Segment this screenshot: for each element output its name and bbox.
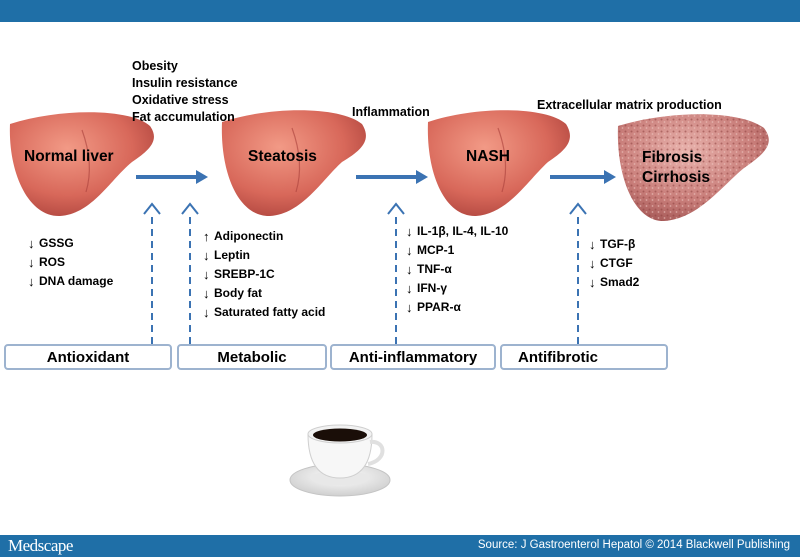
effect-text: Body fat: [214, 286, 262, 300]
list-item: ↓ Saturated fatty acid: [203, 303, 325, 322]
arrow-glyph: ↓: [406, 243, 413, 258]
list-item: ↓ TNF-α: [406, 260, 508, 279]
effect-text: CTGF: [600, 256, 633, 270]
effect-text: Leptin: [214, 248, 250, 262]
dashed-arrow-antioxidant: [143, 202, 161, 344]
category-antioxidant: Antioxidant: [4, 344, 172, 370]
effect-text: Saturated fatty acid: [214, 305, 326, 319]
arrow-glyph: ↓: [406, 262, 413, 277]
stage-nash: NASH: [466, 148, 510, 165]
effects-anti-inflammatory: ↓ IL-1β, IL-4, IL-10 ↓ MCP-1 ↓ TNF-α ↓ IFN-γ…: [406, 222, 508, 317]
effect-text: MCP-1: [417, 243, 455, 257]
list-item: ↓ DNA damage: [28, 272, 113, 291]
effects-metabolic: ↑ Adiponectin ↓ Leptin ↓ SREBP-1C ↓ Body f…: [203, 227, 325, 322]
source-citation: Source: J Gastroenterol Hepatol © 2014 B…: [477, 539, 790, 551]
effects-antifibrotic: ↓ TGF-β ↓ CTGF ↓ Smad2: [589, 235, 639, 292]
stage-fibrosis: Fibrosis Cirrhosis: [642, 148, 710, 188]
dashed-arrow-anti-inflammatory: [387, 202, 405, 344]
driver-ecm-production: Extracellular matrix production: [537, 98, 722, 112]
arrow-glyph: ↓: [203, 305, 210, 320]
effect-text: SREBP-1C: [214, 267, 275, 281]
effect-text: TGF-β: [600, 237, 636, 251]
driver-inflammation: Inflammation: [352, 105, 430, 119]
effect-text: DNA damage: [39, 274, 114, 288]
arrow-glyph: ↓: [406, 281, 413, 296]
arrow-glyph: ↓: [406, 300, 413, 315]
dashed-arrow-antifibrotic: [569, 202, 587, 344]
category-metabolic: Metabolic: [177, 344, 327, 370]
effects-antioxidant: ↓ GSSG ↓ ROS ↓ DNA damage: [28, 234, 113, 291]
top-banner: [0, 0, 800, 22]
arrow-glyph: ↑: [203, 229, 210, 244]
driver-insulin-resistance: Insulin resistance: [132, 76, 238, 90]
category-antifibrotic: Antifibrotic: [500, 344, 668, 370]
driver-oxidative-stress: Oxidative stress: [132, 93, 229, 107]
list-item: ↓ Body fat: [203, 284, 325, 303]
dashed-arrow-metabolic: [181, 202, 199, 344]
diagram-canvas: [9, 110, 769, 497]
medscape-logo: Medscape: [8, 536, 73, 555]
list-item: ↓ PPAR-α: [406, 298, 508, 317]
arrow-glyph: ↓: [203, 286, 210, 301]
arrow-glyph: ↓: [203, 248, 210, 263]
effect-text: IFN-γ: [417, 281, 447, 295]
list-item: ↓ SREBP-1C: [203, 265, 325, 284]
category-anti-inflammatory: Anti-inflammatory: [330, 344, 496, 370]
driver-fat-accumulation: Fat accumulation: [132, 110, 235, 124]
effect-text: Adiponectin: [214, 229, 284, 243]
arrow-glyph: ↓: [406, 224, 413, 239]
arrow-glyph: ↓: [28, 274, 35, 289]
effect-text: GSSG: [39, 236, 74, 250]
stage-fibrosis-label: Fibrosis: [642, 149, 703, 166]
effect-text: PPAR-α: [417, 300, 461, 314]
list-item: ↓ IL-1β, IL-4, IL-10: [406, 222, 508, 241]
list-item: ↓ MCP-1: [406, 241, 508, 260]
list-item: ↑ Adiponectin: [203, 227, 325, 246]
driver-obesity: Obesity: [132, 59, 178, 73]
effect-text: Smad2: [600, 275, 640, 289]
bottom-banner: Medscape Source: J Gastroenterol Hepatol…: [0, 535, 800, 557]
stage-normal-liver: Normal liver: [24, 148, 114, 165]
effect-text: IL-1β, IL-4, IL-10: [417, 224, 509, 238]
arrow-glyph: ↓: [28, 255, 35, 270]
stage-cirrhosis-label: Cirrhosis: [642, 169, 711, 186]
list-item: ↓ GSSG: [28, 234, 113, 253]
list-item: ↓ ROS: [28, 253, 113, 272]
list-item: ↓ CTGF: [589, 254, 639, 273]
list-item: ↓ Smad2: [589, 273, 639, 292]
list-item: ↓ TGF-β: [589, 235, 639, 254]
liver-normal-icon: [9, 112, 154, 217]
arrow-glyph: ↓: [589, 256, 596, 271]
effect-text: ROS: [39, 255, 66, 269]
driver-label: Obesity Insulin resistance Oxidative str…: [132, 58, 238, 126]
liver-nash-icon: [427, 110, 570, 217]
arrow-glyph: ↓: [589, 237, 596, 252]
arrow-glyph: ↓: [203, 267, 210, 282]
coffee-cup-icon: [289, 424, 391, 497]
list-item: ↓ Leptin: [203, 246, 325, 265]
arrow-glyph: ↓: [28, 236, 35, 251]
effect-text: TNF-α: [417, 262, 452, 276]
arrow-normal-to-steatosis: [136, 170, 208, 184]
stage-steatosis: Steatosis: [248, 148, 317, 165]
liver-fibrosis-icon: [617, 114, 769, 222]
list-item: ↓ IFN-γ: [406, 279, 508, 298]
arrow-steatosis-to-nash: [356, 170, 428, 184]
arrow-nash-to-fibrosis: [550, 170, 616, 184]
arrow-glyph: ↓: [589, 275, 596, 290]
liver-steatosis-icon: [221, 110, 366, 217]
